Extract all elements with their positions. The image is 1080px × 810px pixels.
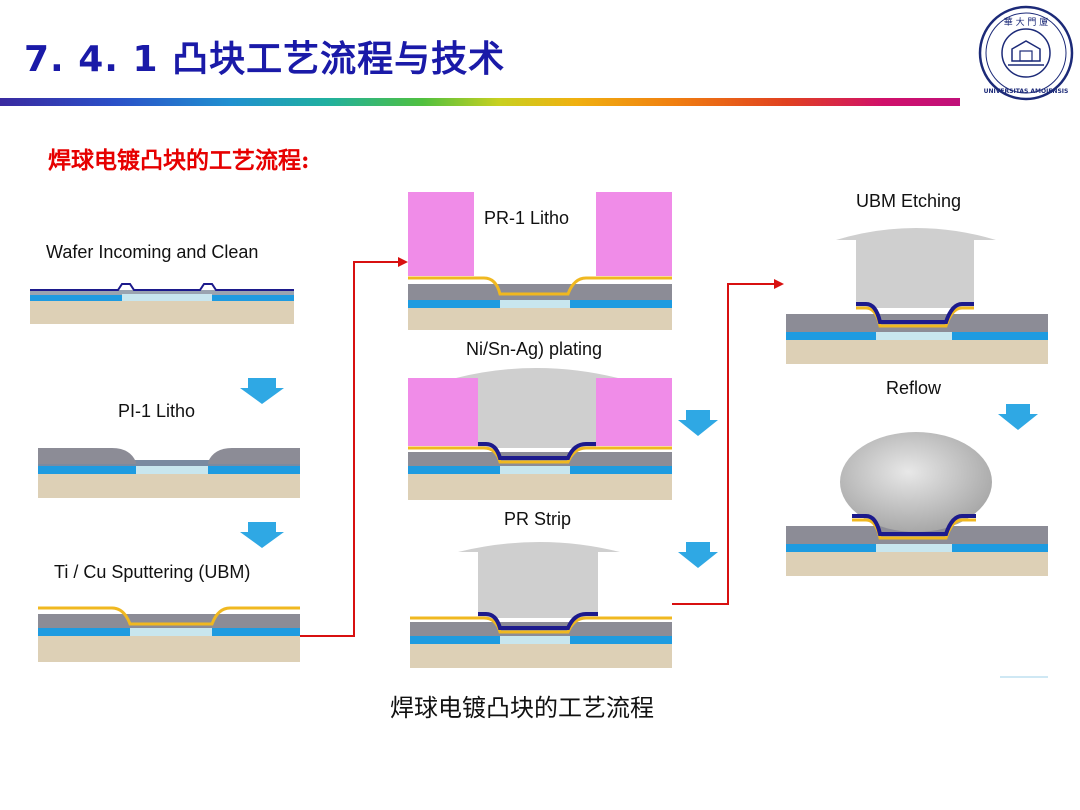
step-label-pr1-litho: PR-1 Litho <box>484 208 569 228</box>
step-label-ti-cu-sputtering: Ti / Cu Sputtering (UBM) <box>54 562 250 582</box>
down-arrow-icon <box>998 404 1038 430</box>
page-title: 7. 4. 1 凸块工艺流程与技术 <box>24 39 506 80</box>
wafer-incoming-cross-section <box>30 283 294 324</box>
step-label-reflow: Reflow <box>886 378 942 398</box>
pr1-litho-cross-section <box>408 192 672 330</box>
down-arrow-icon <box>240 522 284 548</box>
step-label-pi1-litho: PI-1 Litho <box>118 401 195 421</box>
down-arrow-icon <box>678 410 718 436</box>
decorative-line <box>1000 676 1048 678</box>
title-rainbow-divider <box>0 98 960 106</box>
seal-top-text: 華 大 門 廈 <box>1004 16 1049 28</box>
down-arrow-icon <box>240 378 284 404</box>
figure-caption: 焊球电镀凸块的工艺流程 <box>390 694 654 722</box>
pr-strip-cross-section <box>410 542 672 668</box>
down-arrow-icon <box>678 542 718 568</box>
step-label-wafer-incoming: Wafer Incoming and Clean <box>46 242 258 262</box>
ubm-etching-cross-section <box>786 228 1048 364</box>
step-label-pr-strip: PR Strip <box>504 509 571 529</box>
flow-connector-arrow <box>300 257 408 637</box>
step-label-ubm-etching: UBM Etching <box>856 191 961 211</box>
flow-connector-arrow <box>672 279 784 605</box>
seal-bottom-text: UNIVERSITAS AMOIENSIS <box>984 88 1069 95</box>
pi1-litho-cross-section <box>38 448 300 498</box>
plating-cross-section <box>408 368 672 500</box>
step-label-plating: Ni/Sn-Ag) plating <box>466 339 602 359</box>
reflow-cross-section <box>786 432 1048 576</box>
university-seal-logo: 華 大 門 廈 UNIVERSITAS AMOIENSIS <box>978 5 1074 101</box>
solder-ball <box>840 432 992 532</box>
section-subtitle: 焊球电镀凸块的工艺流程: <box>48 147 310 174</box>
ubm-sputtering-cross-section <box>38 606 300 662</box>
